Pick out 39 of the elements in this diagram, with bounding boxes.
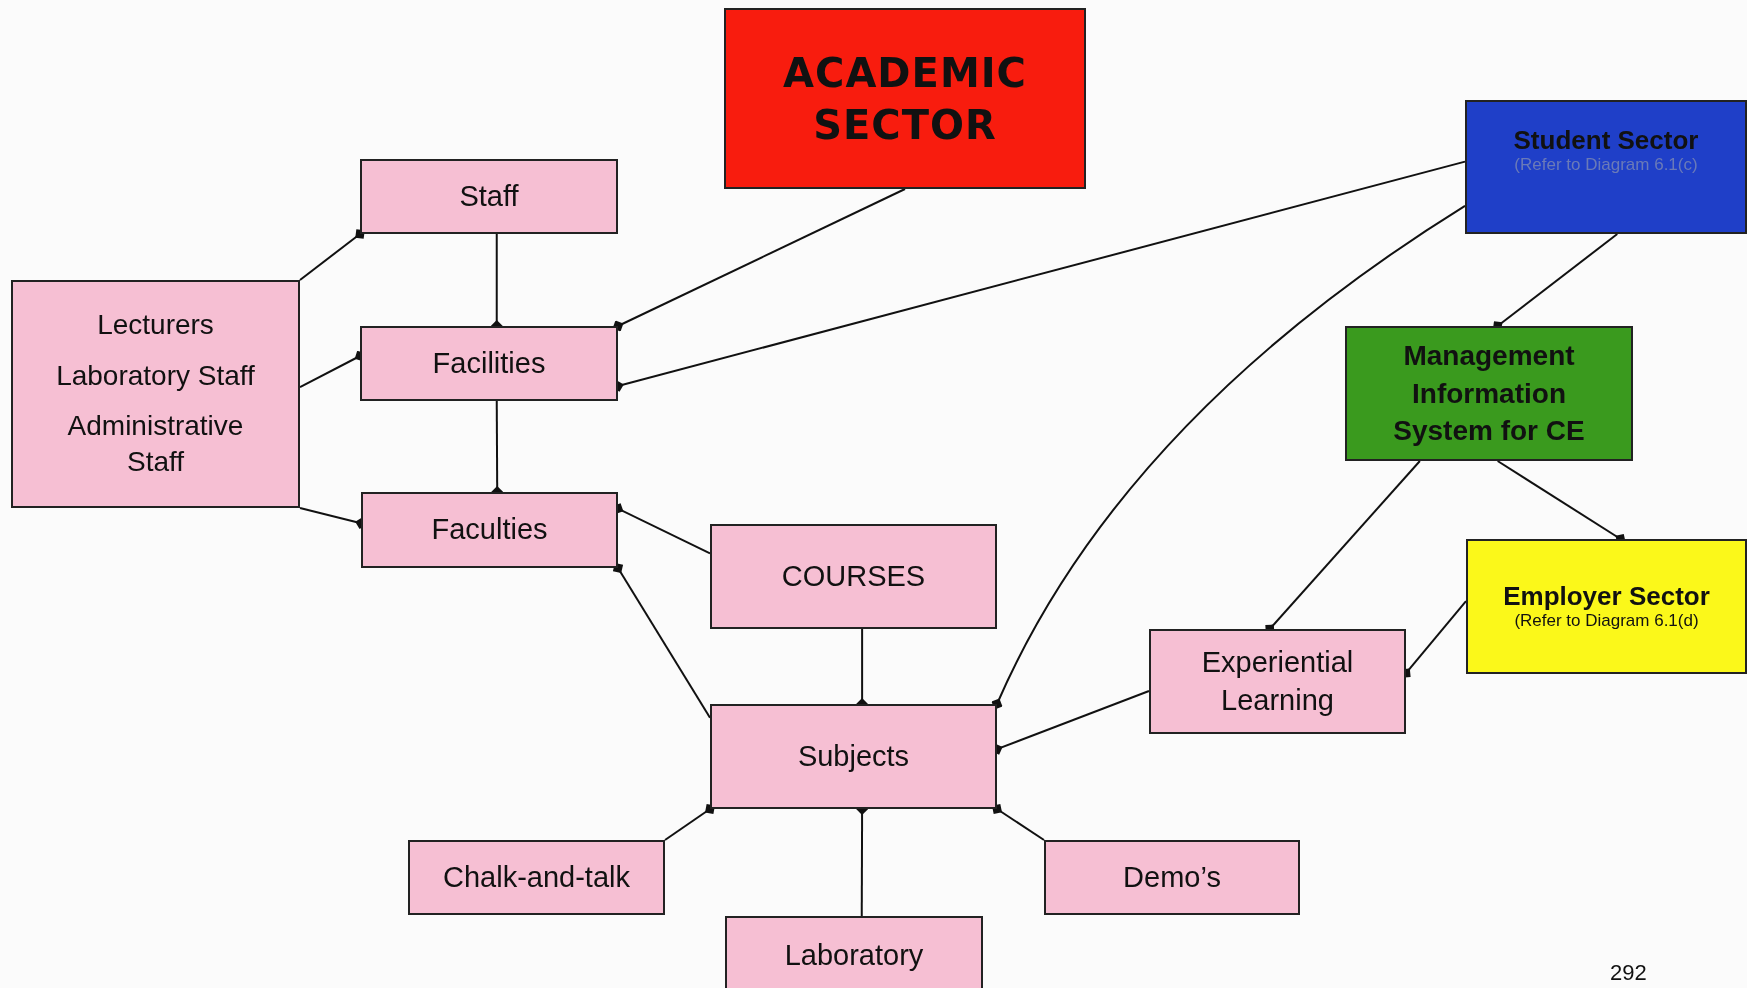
sector-box [1345,326,1633,461]
node-label: Facilities [432,345,546,381]
entity-box [360,159,618,234]
node-label: Experiential Learning [1200,644,1355,718]
sector-box [1465,100,1747,234]
sector-box [1466,539,1747,674]
sector-title: Student Sector [1513,126,1699,156]
node-label: Chalk-and-talk [443,859,630,895]
node-label: Laboratory Staff [56,358,255,393]
entity-box [1149,629,1406,734]
entity-box [725,916,983,988]
node-label: Demo’s [1123,859,1221,895]
page-number: 292 [1610,960,1647,986]
connector-line [612,562,711,719]
entity-box [710,704,997,809]
entity-box [361,492,618,568]
entity-box [1044,840,1300,915]
entity-box [11,280,300,508]
reference-note: (Refer to Diagram 6.1(d) [1514,612,1699,631]
connector-line [992,804,1045,841]
node-label: Laboratory [784,938,924,974]
connector-line [991,204,1466,710]
node-label: Staff [459,178,519,214]
node-label: Subjects [797,738,910,774]
entity-box [360,326,618,401]
node-label: Faculties [431,512,548,548]
connector-line [664,804,715,841]
node-label: Management Information System for CE [1392,338,1586,449]
node-label: COURSES [781,558,926,594]
sector-title: ACADEMIC SECTOR [782,48,1028,150]
node-label: Lecturers [97,308,214,343]
connector-line [299,229,365,281]
reference-note: (Refer to Diagram 6.1(c) [1514,155,1698,175]
entity-box [710,524,997,629]
connector-line [612,188,906,332]
sector-box [724,8,1086,189]
node-label: Administrative Staff [66,409,245,480]
entity-box [408,840,665,915]
sector-title: Employer Sector [1503,582,1710,613]
